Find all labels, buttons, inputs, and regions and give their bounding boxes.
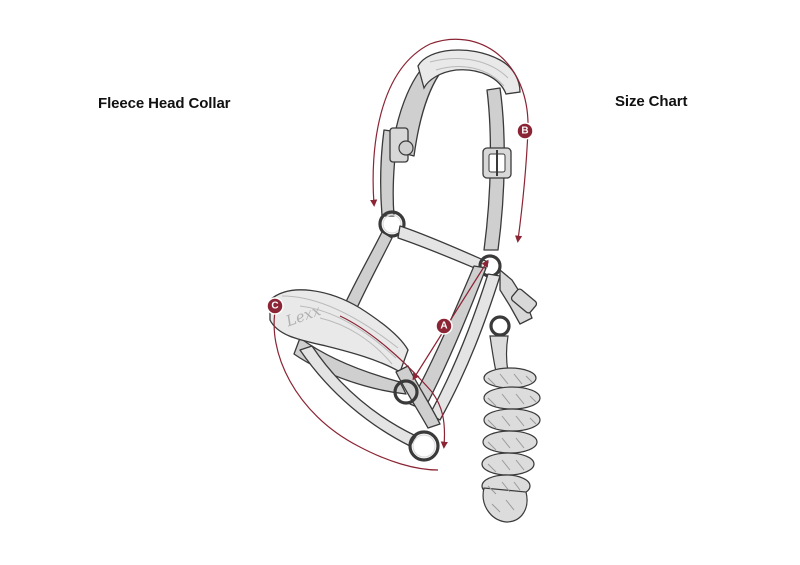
svg-text:C: C <box>271 301 278 312</box>
lead-rope <box>481 335 541 523</box>
throat-strap <box>397 225 489 273</box>
svg-text:A: A <box>440 321 447 332</box>
left-buckle <box>389 127 414 163</box>
marker-a: A <box>435 317 453 335</box>
measure-line-b <box>370 38 529 243</box>
marker-b: B <box>516 122 534 140</box>
svg-text:B: B <box>521 126 528 137</box>
size-chart-title: Size Chart <box>615 93 688 110</box>
buckle <box>482 147 512 179</box>
left-lower-cheek <box>343 231 393 311</box>
product-title: Fleece Head Collar <box>98 95 231 112</box>
noseband-ring <box>393 379 419 405</box>
measure-line-c-front <box>339 315 448 449</box>
measure-line-c <box>271 303 439 471</box>
noseband-fleece <box>269 289 409 373</box>
marker-c: C <box>266 297 284 315</box>
lead-clip <box>489 268 538 337</box>
chin-strap <box>299 345 417 447</box>
crown-fleece <box>417 49 521 95</box>
measure-line-a <box>412 259 489 381</box>
chin-ring <box>408 430 440 462</box>
